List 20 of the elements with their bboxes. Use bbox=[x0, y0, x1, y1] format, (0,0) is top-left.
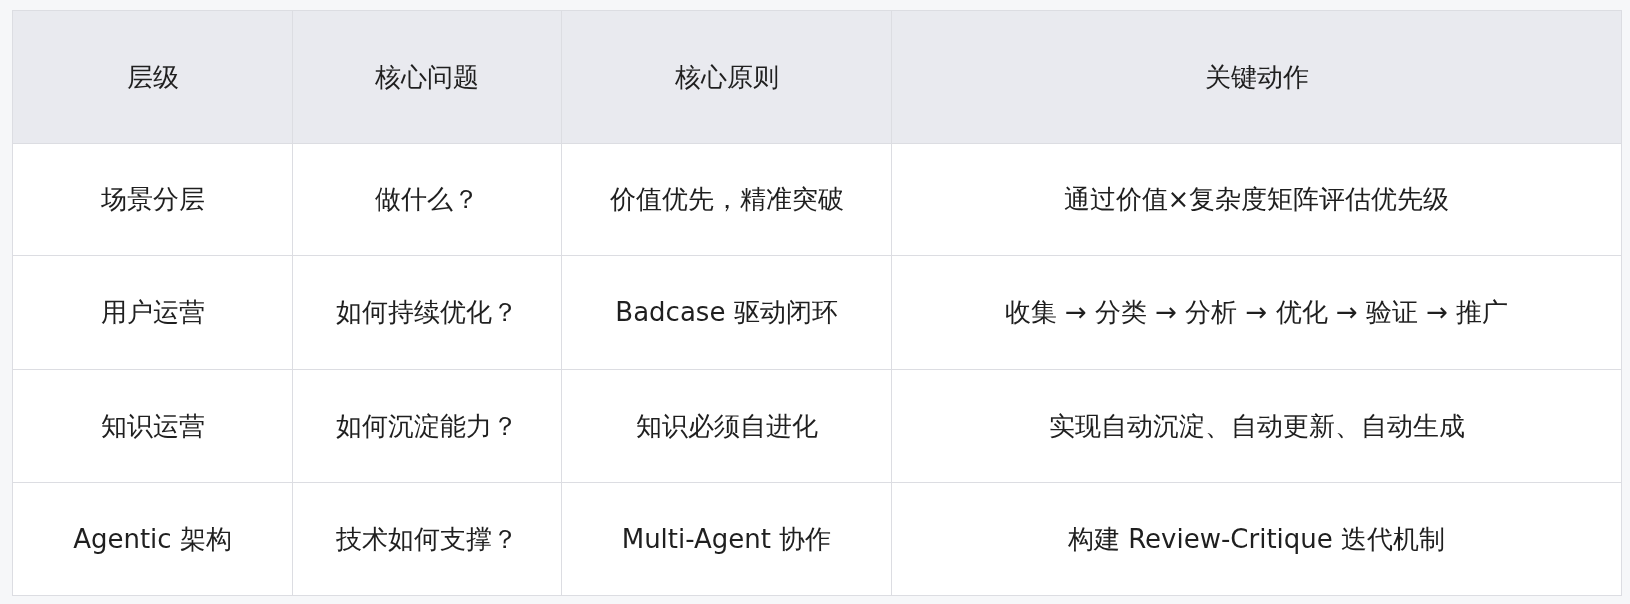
column-header: 核心问题 bbox=[292, 10, 562, 144]
table-cell: 用户运营 bbox=[12, 255, 293, 370]
table-cell: 做什么？ bbox=[292, 143, 562, 256]
table-cell: 实现自动沉淀、自动更新、自动生成 bbox=[891, 369, 1622, 483]
table-cell: 价值优先，精准突破 bbox=[561, 143, 892, 256]
table-cell: 通过价值×复杂度矩阵评估优先级 bbox=[891, 143, 1622, 256]
table-cell: 技术如何支撑？ bbox=[292, 482, 562, 596]
table-cell: 收集 → 分类 → 分析 → 优化 → 验证 → 推广 bbox=[891, 255, 1622, 370]
table-cell: 知识必须自进化 bbox=[561, 369, 892, 483]
table-cell: Agentic 架构 bbox=[12, 482, 293, 596]
column-header: 关键动作 bbox=[891, 10, 1622, 144]
table-cell: Multi-Agent 协作 bbox=[561, 482, 892, 596]
table-cell: 如何持续优化？ bbox=[292, 255, 562, 370]
table-cell: Badcase 驱动闭环 bbox=[561, 255, 892, 370]
table-cell: 知识运营 bbox=[12, 369, 293, 483]
table-cell: 构建 Review-Critique 迭代机制 bbox=[891, 482, 1622, 596]
column-header: 核心原则 bbox=[561, 10, 892, 144]
column-header: 层级 bbox=[12, 10, 293, 144]
table-cell: 场景分层 bbox=[12, 143, 293, 256]
table-cell: 如何沉淀能力？ bbox=[292, 369, 562, 483]
